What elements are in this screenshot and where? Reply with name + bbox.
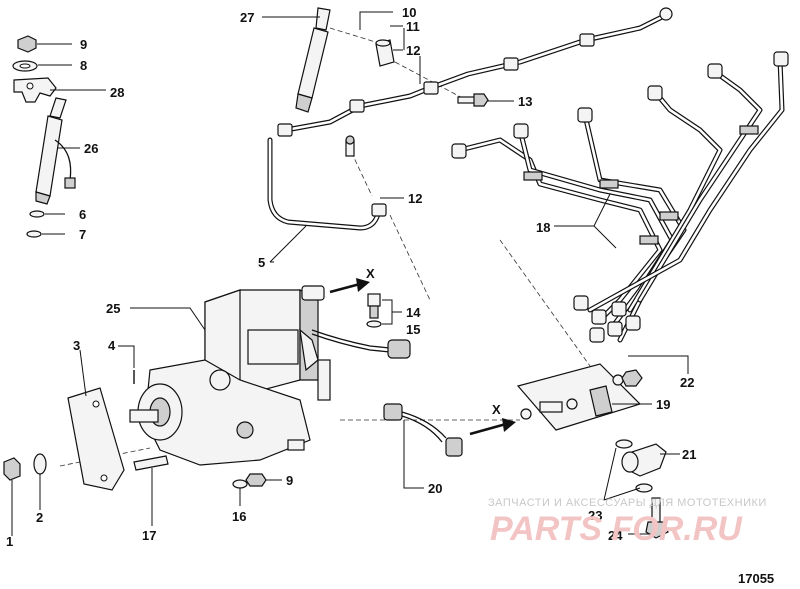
- callout-8: 8: [80, 58, 87, 73]
- callout-labels: 9 8 28 26 6 7 27 10 11 12 13 12 5 18 25 …: [6, 5, 696, 549]
- callout-4: 4: [108, 338, 116, 353]
- callout-27: 27: [240, 10, 254, 25]
- injector-27: [295, 7, 331, 113]
- elbow-21: [621, 443, 667, 477]
- pipe-fittings: [277, 7, 673, 217]
- connector-top: [387, 339, 411, 359]
- callout-25: 25: [106, 301, 120, 316]
- bolt-13: [457, 93, 489, 107]
- callout-21: 21: [682, 447, 696, 462]
- fitting-top-pump: [301, 285, 325, 301]
- callout-7: 7: [79, 227, 86, 242]
- callout-3: 3: [73, 338, 80, 353]
- washers-23: [615, 439, 653, 493]
- washer-7: [26, 230, 42, 238]
- arrow-label-x-bottom: X: [492, 402, 501, 417]
- callout-12-mid: 12: [408, 191, 422, 206]
- injection-pump-25: [129, 288, 331, 466]
- arrow-x-top: [329, 278, 370, 294]
- washer-16: [232, 479, 248, 489]
- callout-24: 24: [608, 528, 623, 543]
- callout-1: 1: [6, 534, 13, 549]
- washer-2: [33, 453, 47, 475]
- nut-9-lower: [245, 473, 267, 487]
- callout-9-top: 9: [80, 37, 87, 52]
- callout-11: 11: [406, 19, 420, 34]
- callout-28: 28: [110, 85, 124, 100]
- stud-17: [133, 455, 169, 471]
- watermark-tagline: ЗАПЧАСТИ И АКСЕССУАРЫ ДЛЯ МОТОТЕХНИКИ: [488, 497, 767, 509]
- callout-16: 16: [232, 509, 246, 524]
- callout-15: 15: [406, 322, 420, 337]
- callout-10: 10: [402, 5, 416, 20]
- callout-17: 17: [142, 528, 156, 543]
- sensor-20: [383, 403, 463, 457]
- sensor-14: [367, 293, 381, 319]
- figure-number: 17055: [738, 571, 774, 586]
- banjo-bolt-12: [345, 135, 355, 157]
- callout-9-lower: 9: [286, 473, 293, 488]
- callout-12-top: 12: [406, 43, 420, 58]
- arrow-label-x-top: X: [366, 266, 375, 281]
- washer-15: [366, 320, 382, 328]
- watermark-logo-text: PARTS FOR.RU: [490, 510, 743, 548]
- callout-13: 13: [518, 94, 532, 109]
- callout-2: 2: [36, 510, 43, 525]
- nut-1: [3, 457, 21, 481]
- watermark: ЗАПЧАСТИ И АКСЕССУАРЫ ДЛЯ МОТОТЕХНИКИ PA…: [488, 497, 767, 548]
- callout-18: 18: [536, 220, 550, 235]
- clamp-28: [13, 77, 57, 103]
- callout-14: 14: [406, 305, 421, 320]
- nut-9-top: [17, 35, 37, 53]
- callout-23: 23: [588, 508, 602, 523]
- bracket-3: [67, 387, 125, 491]
- callout-6: 6: [79, 207, 86, 222]
- washer-8: [12, 60, 38, 72]
- injector-26: [35, 97, 76, 205]
- callout-19: 19: [656, 397, 670, 412]
- valve-assembly-19: [516, 363, 643, 431]
- sleeve-11: [375, 39, 395, 67]
- callout-26: 26: [84, 141, 98, 156]
- callout-20: 20: [428, 481, 442, 496]
- callout-22: 22: [680, 375, 694, 390]
- callout-5: 5: [258, 255, 265, 270]
- arrow-x-bottom: [469, 418, 516, 436]
- washer-6: [29, 210, 45, 218]
- injection-lines-18: [451, 51, 789, 343]
